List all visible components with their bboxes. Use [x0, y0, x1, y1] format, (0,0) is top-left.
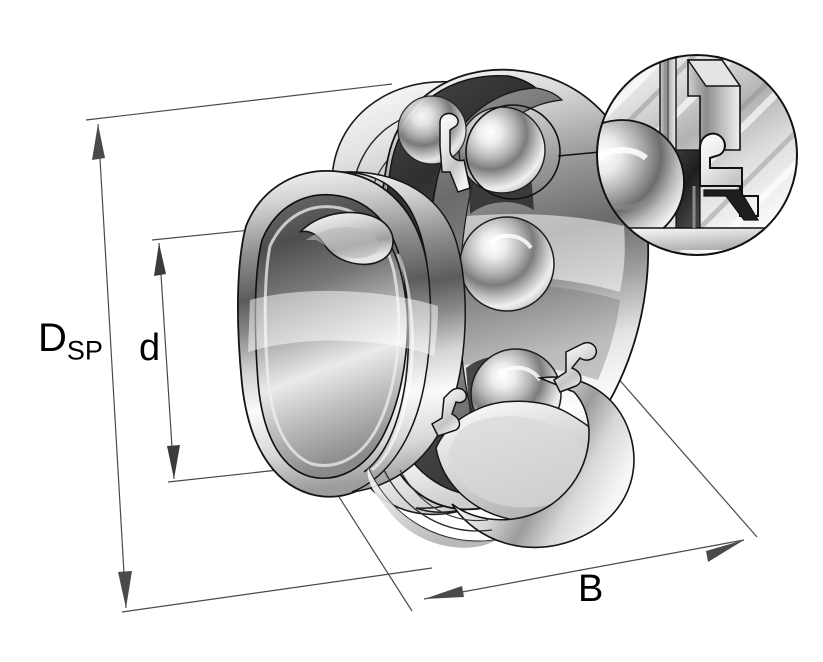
dimension-label-d: d — [139, 327, 161, 369]
keyway-notch-shadow — [306, 227, 380, 258]
dimension-lines — [85, 83, 433, 613]
detail-leader-line — [557, 151, 601, 157]
inner-ring-sleeve-body — [341, 171, 466, 493]
outer-ring-foreground-bulge — [451, 376, 635, 549]
b-arrow-right — [706, 540, 744, 562]
inner-ring-step — [363, 247, 410, 473]
ball-middle-reflection — [487, 234, 533, 250]
seal-lip-bottom-left — [431, 387, 468, 437]
ball-middle — [459, 216, 555, 312]
dsp-dimension-line — [97, 123, 127, 609]
inner-ring-step-highlight — [371, 253, 414, 472]
detail-ball-reflection-2 — [597, 194, 652, 211]
rear-ring-arc-3 — [399, 469, 489, 522]
dsp-subscript: SP — [66, 335, 103, 366]
dsp-extension-bottom — [121, 567, 433, 613]
dimension-label-dsp: DSP — [38, 318, 103, 365]
detail-view-circle — [596, 54, 798, 256]
bearing-assembly — [237, 68, 650, 549]
seal-lips — [431, 112, 598, 437]
detail-seal-profile — [699, 132, 759, 217]
dsp-arrow-top — [92, 124, 105, 160]
d-dimension-line — [158, 242, 175, 480]
b-extension-right — [615, 375, 758, 538]
rear-ring-arc-2 — [383, 469, 493, 532]
ball-bottom-reflection — [496, 365, 542, 382]
bore-chamfer — [263, 205, 401, 467]
d-arrow-bottom — [167, 445, 180, 479]
seal-lip-right — [553, 342, 598, 393]
dimension-label-b: B — [578, 568, 604, 610]
detail-seal-backing — [703, 189, 760, 221]
dsp-symbol: D — [38, 316, 67, 360]
outer-ring-cut-face-inner — [448, 416, 598, 508]
rear-ring-fill — [367, 468, 496, 548]
b-dimension-line — [423, 539, 745, 600]
dsp-extension-top — [85, 83, 393, 121]
dsp-arrow-bottom — [118, 571, 132, 608]
detail-source-marker — [465, 104, 561, 200]
rear-ring-arc-1 — [367, 467, 497, 543]
ball-top — [458, 106, 546, 194]
d-arrow-top — [154, 243, 166, 276]
b-arrow-left — [424, 586, 464, 599]
inner-ring-highlight — [248, 290, 438, 356]
ball-rear-top — [397, 95, 467, 165]
detail-outer-ring-top-face — [686, 59, 742, 87]
detail-circle-outline — [596, 54, 798, 256]
detail-source-circle — [465, 104, 561, 200]
seal-lip-top — [439, 112, 471, 193]
